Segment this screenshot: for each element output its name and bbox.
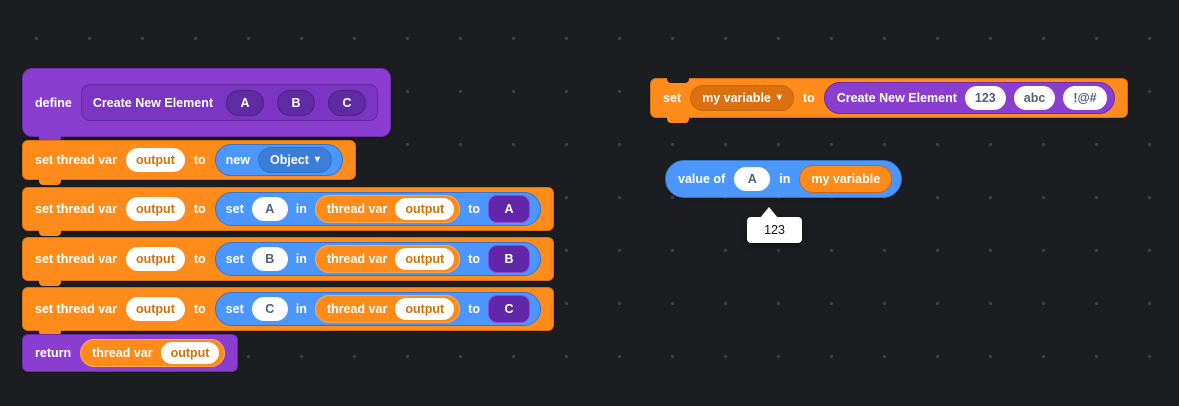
tooltip-pointer [760,207,778,218]
to-label: to [193,302,206,316]
to-label: to [468,252,480,266]
set-keyword-label: set [225,302,244,316]
thread-var-name-input[interactable]: output [125,247,185,271]
thread-var-reporter-block[interactable]: thread var output [80,339,226,367]
thread-var-name-input[interactable]: output [395,248,455,270]
thread-var-name-input[interactable]: output [125,148,185,172]
set-key-in-object-block[interactable]: set C in thread var output to C [214,292,541,326]
set-thread-var-block-3[interactable]: set thread var output to set B in thread… [22,237,554,286]
param-reporter-c[interactable]: C [328,89,366,116]
set-thread-var-label: set thread var [35,202,117,216]
variable-dropdown[interactable]: my variable ▾ [690,85,794,111]
set-key-in-object-block[interactable]: set B in thread var output to B [214,242,541,276]
key-input[interactable]: C [251,297,288,321]
block-notch [667,78,689,83]
define-keyword-label: define [35,95,72,110]
thread-var-label: thread var [326,302,388,316]
param-reporter-a[interactable]: A [488,195,530,223]
to-label: to [468,202,480,216]
set-variable-block[interactable]: set my variable ▾ to Create New Element … [650,78,1128,123]
thread-var-reporter-block[interactable]: thread var output [314,245,461,273]
define-block[interactable]: define Create New Element A B C [22,68,391,142]
param-reporter-b[interactable]: B [277,89,315,116]
arg-input-1[interactable]: 123 [964,86,1006,110]
to-label: to [193,202,206,216]
value-of-label: value of [678,172,726,186]
to-label: to [802,91,815,105]
set-thread-var-block-1[interactable]: set thread var output to new Object ▾ [22,140,356,185]
in-label: in [295,202,307,216]
new-keyword-label: new [225,153,250,167]
param-reporter-b[interactable]: B [488,245,530,273]
dropdown-selected-value: Object [269,153,309,167]
thread-var-name-input[interactable]: output [160,342,220,364]
in-label: in [779,172,791,186]
to-label: to [193,252,206,266]
arg-input-3[interactable]: !@# [1063,86,1107,110]
thread-var-name-input[interactable]: output [395,198,455,220]
set-thread-var-label: set thread var [35,153,117,167]
chevron-down-icon: ▾ [776,92,782,103]
variable-reporter[interactable]: my variable [799,165,893,193]
thread-var-label: thread var [326,202,388,216]
key-input[interactable]: A [251,197,288,221]
set-thread-var-block-4[interactable]: set thread var output to set C in thread… [22,287,554,336]
arg-input-2[interactable]: abc [1013,86,1056,110]
param-reporter-a[interactable]: A [226,89,264,116]
return-keyword-label: return [35,346,72,360]
to-label: to [468,302,480,316]
block-connector-tab [39,178,61,185]
set-thread-var-label: set thread var [35,302,117,316]
chevron-down-icon: ▾ [314,154,320,165]
variable-name-label: my variable [811,172,881,186]
return-block[interactable]: return thread var output [22,334,239,372]
block-connector-tab [39,329,61,336]
thread-var-reporter-block[interactable]: thread var output [314,295,461,323]
thread-var-label: thread var [92,346,153,360]
in-label: in [295,302,307,316]
thread-var-name-input[interactable]: output [125,297,185,321]
tooltip-text: 123 [764,223,785,237]
new-object-block[interactable]: new Object ▾ [214,144,343,176]
value-tooltip: 123 [747,207,802,243]
key-input[interactable]: A [734,167,771,191]
set-keyword-label: set [663,91,682,105]
object-type-dropdown[interactable]: Object ▾ [257,147,332,173]
block-connector-tab [39,279,61,286]
to-label: to [193,153,206,167]
set-keyword-label: set [225,252,244,266]
call-name-label: Create New Element [836,91,957,105]
thread-var-name-input[interactable]: output [125,197,185,221]
create-new-element-call-block[interactable]: Create New Element 123 abc !@# [823,82,1115,114]
param-reporter-c[interactable]: C [488,295,530,323]
block-connector-tab [39,229,61,236]
procedure-prototype-block[interactable]: Create New Element A B C [80,84,378,121]
set-thread-var-label: set thread var [35,252,117,266]
set-keyword-label: set [225,202,244,216]
thread-var-reporter-block[interactable]: thread var output [314,195,461,223]
block-connector-tab [667,116,689,123]
set-key-in-object-block[interactable]: set A in thread var output to A [214,192,541,226]
dropdown-selected-value: my variable [702,91,771,105]
block-connector-tab [39,135,61,142]
value-of-block[interactable]: value of A in my variable [665,160,903,198]
procedure-name-label: Create New Element [92,95,213,110]
in-label: in [295,252,307,266]
key-input[interactable]: B [251,247,288,271]
thread-var-name-input[interactable]: output [395,298,455,320]
set-thread-var-block-2[interactable]: set thread var output to set A in thread… [22,187,554,236]
thread-var-label: thread var [326,252,388,266]
